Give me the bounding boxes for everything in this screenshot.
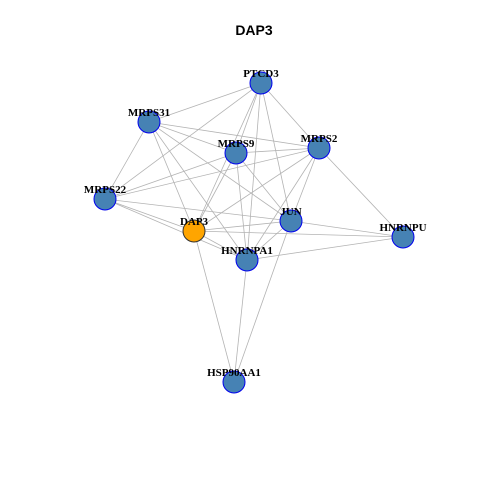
- edge-ptcd3-mrps9: [235, 82, 262, 154]
- node-mrps22: MRPS22: [84, 184, 127, 211]
- node-hnrnpu: HNRNPU: [379, 222, 427, 249]
- edge-jun-hsp90aa1: [233, 220, 292, 383]
- graph-title: DAP3: [235, 22, 273, 38]
- edge-mrps22-hnrnpa1: [104, 198, 248, 261]
- edge-dap3-jun: [193, 220, 292, 232]
- node-label: DAP3: [180, 216, 209, 228]
- node-label: MRPS9: [218, 138, 255, 150]
- node-label: HNRNPU: [379, 222, 426, 234]
- edge-ptcd3-mrps2: [260, 82, 320, 149]
- edge-mrps9-hnrnpa1: [235, 152, 248, 261]
- edge-mrps9-mrps2: [235, 147, 320, 154]
- node-ptcd3: PTCD3: [243, 68, 279, 95]
- node-label: PTCD3: [243, 68, 279, 80]
- edge-hnrnpa1-hnrnpu: [246, 236, 404, 261]
- node-circle: [224, 141, 248, 165]
- edge-layer: [104, 82, 404, 383]
- node-label: MRPS22: [84, 184, 127, 196]
- node-jun: JUN: [279, 206, 303, 233]
- node-circle: [235, 248, 259, 272]
- node-circle: [93, 187, 117, 211]
- edge-dap3-hnrnpu: [193, 230, 404, 238]
- node-circle: [182, 219, 206, 243]
- node-label: MRPS2: [301, 133, 338, 145]
- edge-mrps9-dap3: [193, 152, 237, 232]
- edge-ptcd3-mrps22: [104, 82, 262, 200]
- node-circle: [391, 225, 415, 249]
- edge-mrps31-mrps2: [148, 121, 320, 149]
- node-dap3: DAP3: [180, 216, 209, 243]
- edge-hnrnpa1-hsp90aa1: [233, 259, 248, 383]
- edge-dap3-hsp90aa1: [193, 230, 235, 383]
- node-circle: [222, 370, 246, 394]
- node-hnrnpa1: HNRNPA1: [221, 245, 273, 272]
- edge-mrps31-hnrnpa1: [148, 121, 248, 261]
- edge-mrps9-mrps22: [104, 152, 237, 200]
- node-circle: [137, 110, 161, 134]
- edge-mrps31-mrps22: [104, 121, 150, 200]
- edge-mrps31-mrps9: [148, 121, 237, 154]
- node-mrps2: MRPS2: [301, 133, 338, 160]
- node-mrps31: MRPS31: [128, 107, 170, 134]
- edge-ptcd3-mrps31: [148, 82, 262, 123]
- node-label: JUN: [280, 206, 301, 218]
- node-label: HSP90AA1: [207, 367, 261, 379]
- edge-mrps2-mrps22: [104, 147, 320, 200]
- node-hsp90aa1: HSP90AA1: [207, 367, 261, 394]
- edge-mrps2-jun: [290, 147, 320, 222]
- edge-mrps2-hnrnpu: [318, 147, 404, 238]
- node-circle: [249, 71, 273, 95]
- node-circle: [279, 209, 303, 233]
- edge-mrps31-dap3: [148, 121, 195, 232]
- node-label: MRPS31: [128, 107, 170, 119]
- edge-mrps2-dap3: [193, 147, 320, 232]
- edge-mrps22-jun: [104, 198, 292, 222]
- node-circle: [307, 136, 331, 160]
- edge-mrps22-dap3: [104, 198, 195, 232]
- edge-mrps2-hnrnpa1: [246, 147, 320, 261]
- node-label: HNRNPA1: [221, 245, 273, 257]
- node-mrps9: MRPS9: [218, 138, 255, 165]
- edge-jun-hnrnpu: [290, 220, 404, 238]
- edge-mrps9-jun: [235, 152, 292, 222]
- edge-ptcd3-hnrnpa1: [246, 82, 262, 261]
- edge-ptcd3-jun: [260, 82, 292, 222]
